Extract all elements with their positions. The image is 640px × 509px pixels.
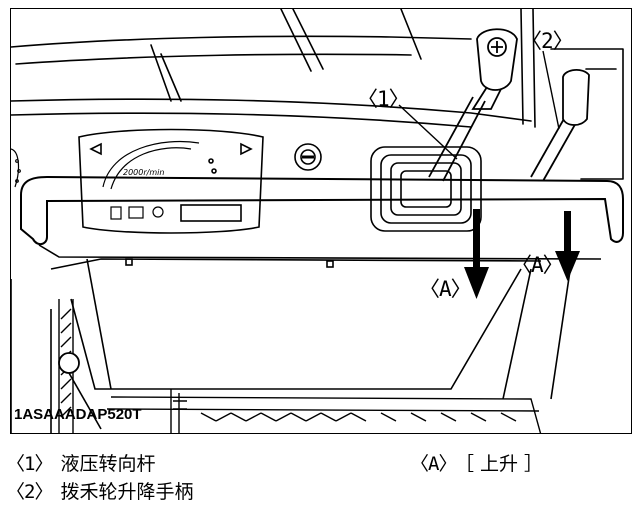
left-dial-fragment bbox=[11, 148, 21, 188]
right-post bbox=[520, 9, 524, 125]
leader-lines bbox=[398, 50, 560, 160]
rear-glass-edge bbox=[150, 44, 172, 102]
right-post bbox=[532, 9, 536, 128]
legend-text: ［ 上升 ］ bbox=[464, 453, 544, 475]
control-panel-drawing: 2000r/min bbox=[11, 9, 624, 433]
roof-line bbox=[11, 35, 472, 48]
reel-lift-lever bbox=[530, 69, 590, 182]
raise-arrow-reel bbox=[555, 211, 580, 281]
callout-1: 〈1〉 bbox=[357, 87, 410, 111]
raise-arrow-steering bbox=[464, 209, 489, 299]
rear-glass-edge bbox=[292, 9, 324, 70]
legend-marker: 〈2〉 bbox=[6, 481, 53, 503]
key-switch bbox=[294, 143, 322, 171]
rear-glass-edge bbox=[280, 9, 312, 72]
hydraulic-steering-lever bbox=[428, 28, 518, 182]
legend-marker: 〈A〉 bbox=[410, 453, 457, 475]
floor-plate bbox=[106, 389, 542, 433]
callout-a-left: 〈A〉 bbox=[419, 277, 472, 301]
lower-cowl bbox=[11, 244, 602, 433]
rear-glass-edge bbox=[160, 53, 182, 102]
legend-text: 液压转向杆 bbox=[60, 453, 156, 475]
callout-2: 〈2〉 bbox=[521, 29, 574, 53]
legend-item-2: 〈2〉拨禾轮升降手柄 bbox=[6, 483, 193, 502]
roof-line bbox=[15, 53, 412, 65]
dash-top bbox=[11, 112, 472, 128]
figure-code: 1ASAAADAP520T bbox=[14, 406, 142, 423]
figure-frame: 2000r/min bbox=[10, 8, 632, 434]
legend-marker: 〈1〉 bbox=[6, 453, 53, 475]
steering-lever-boot bbox=[370, 146, 482, 232]
callout-a-right: 〈A〉 bbox=[511, 253, 564, 277]
guard-rail bbox=[20, 175, 624, 245]
right-panel bbox=[550, 48, 624, 180]
left-step bbox=[58, 299, 102, 433]
rear-glass-edge bbox=[400, 9, 422, 60]
gauge-scale-text: 2000r/min bbox=[123, 168, 164, 177]
dash-top bbox=[11, 98, 532, 122]
legend-text: 拨禾轮升降手柄 bbox=[60, 481, 194, 503]
legend-item-a: 〈A〉 ［ 上升 ］ bbox=[410, 455, 543, 474]
instrument-panel bbox=[78, 128, 264, 234]
legend-item-1: 〈1〉液压转向杆 bbox=[6, 455, 155, 474]
